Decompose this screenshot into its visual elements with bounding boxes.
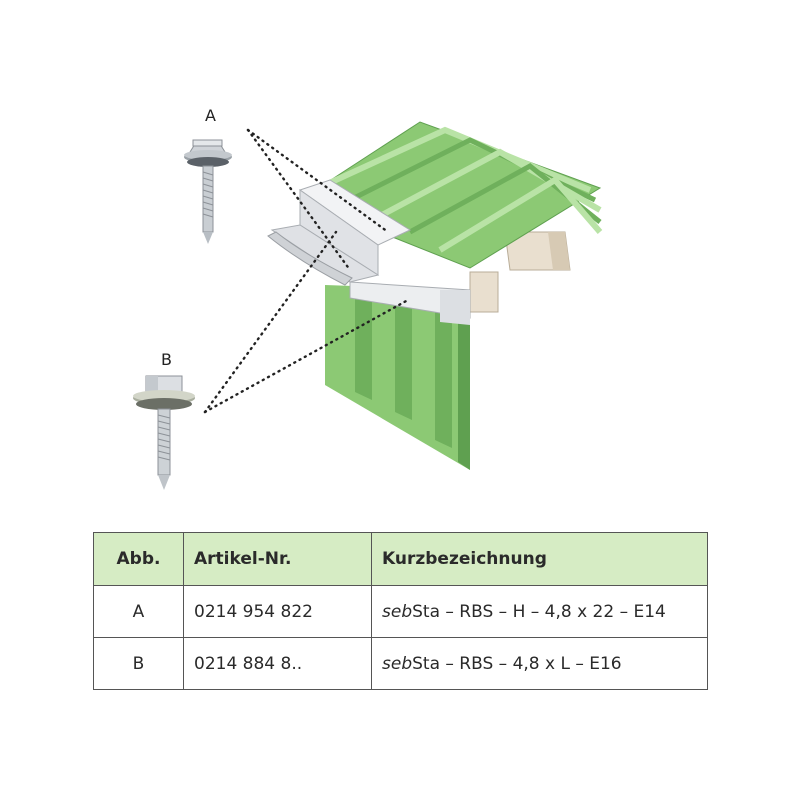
label-b: B: [161, 350, 172, 369]
wall-sheet: [325, 282, 470, 470]
header-artikel-nr: Artikel-Nr.: [183, 532, 372, 586]
cell-kurzbezeichnung: sebSta – RBS – H – 4,8 x 22 – E14: [371, 585, 708, 638]
cell-abb: A: [93, 585, 184, 638]
name-italic: seb: [382, 653, 413, 674]
roof-sheet: [298, 121, 603, 269]
label-a: A: [205, 106, 216, 125]
cell-artikel-nr: 0214 884 8..: [183, 637, 372, 690]
cell-kurzbezeichnung: sebSta – RBS – 4,8 x L – E16: [371, 637, 708, 690]
wood-batten: [469, 231, 571, 313]
ridge-flashing: [267, 179, 471, 325]
table-row: B 0214 884 8.. sebSta – RBS – 4,8 x L – …: [93, 637, 708, 690]
parts-table: Abb. Artikel-Nr. Kurzbezeichnung A 0214 …: [93, 532, 708, 690]
roof-assembly-illustration: [133, 121, 603, 490]
name-rest: Sta – RBS – H – 4,8 x 22 – E14: [412, 601, 666, 622]
name-italic: seb: [382, 601, 413, 622]
table-header-row: Abb. Artikel-Nr. Kurzbezeichnung: [93, 532, 708, 586]
screw-b-icon: [133, 375, 195, 490]
header-abb: Abb.: [93, 532, 184, 586]
header-kurzbezeichnung: Kurzbezeichnung: [371, 532, 708, 586]
cell-artikel-nr: 0214 954 822: [183, 585, 372, 638]
name-rest: Sta – RBS – 4,8 x L – E16: [412, 653, 622, 674]
table-row: A 0214 954 822 sebSta – RBS – H – 4,8 x …: [93, 585, 708, 638]
cell-abb: B: [93, 637, 184, 690]
screw-a-icon: [184, 139, 232, 244]
leader-lines: [203, 128, 410, 414]
